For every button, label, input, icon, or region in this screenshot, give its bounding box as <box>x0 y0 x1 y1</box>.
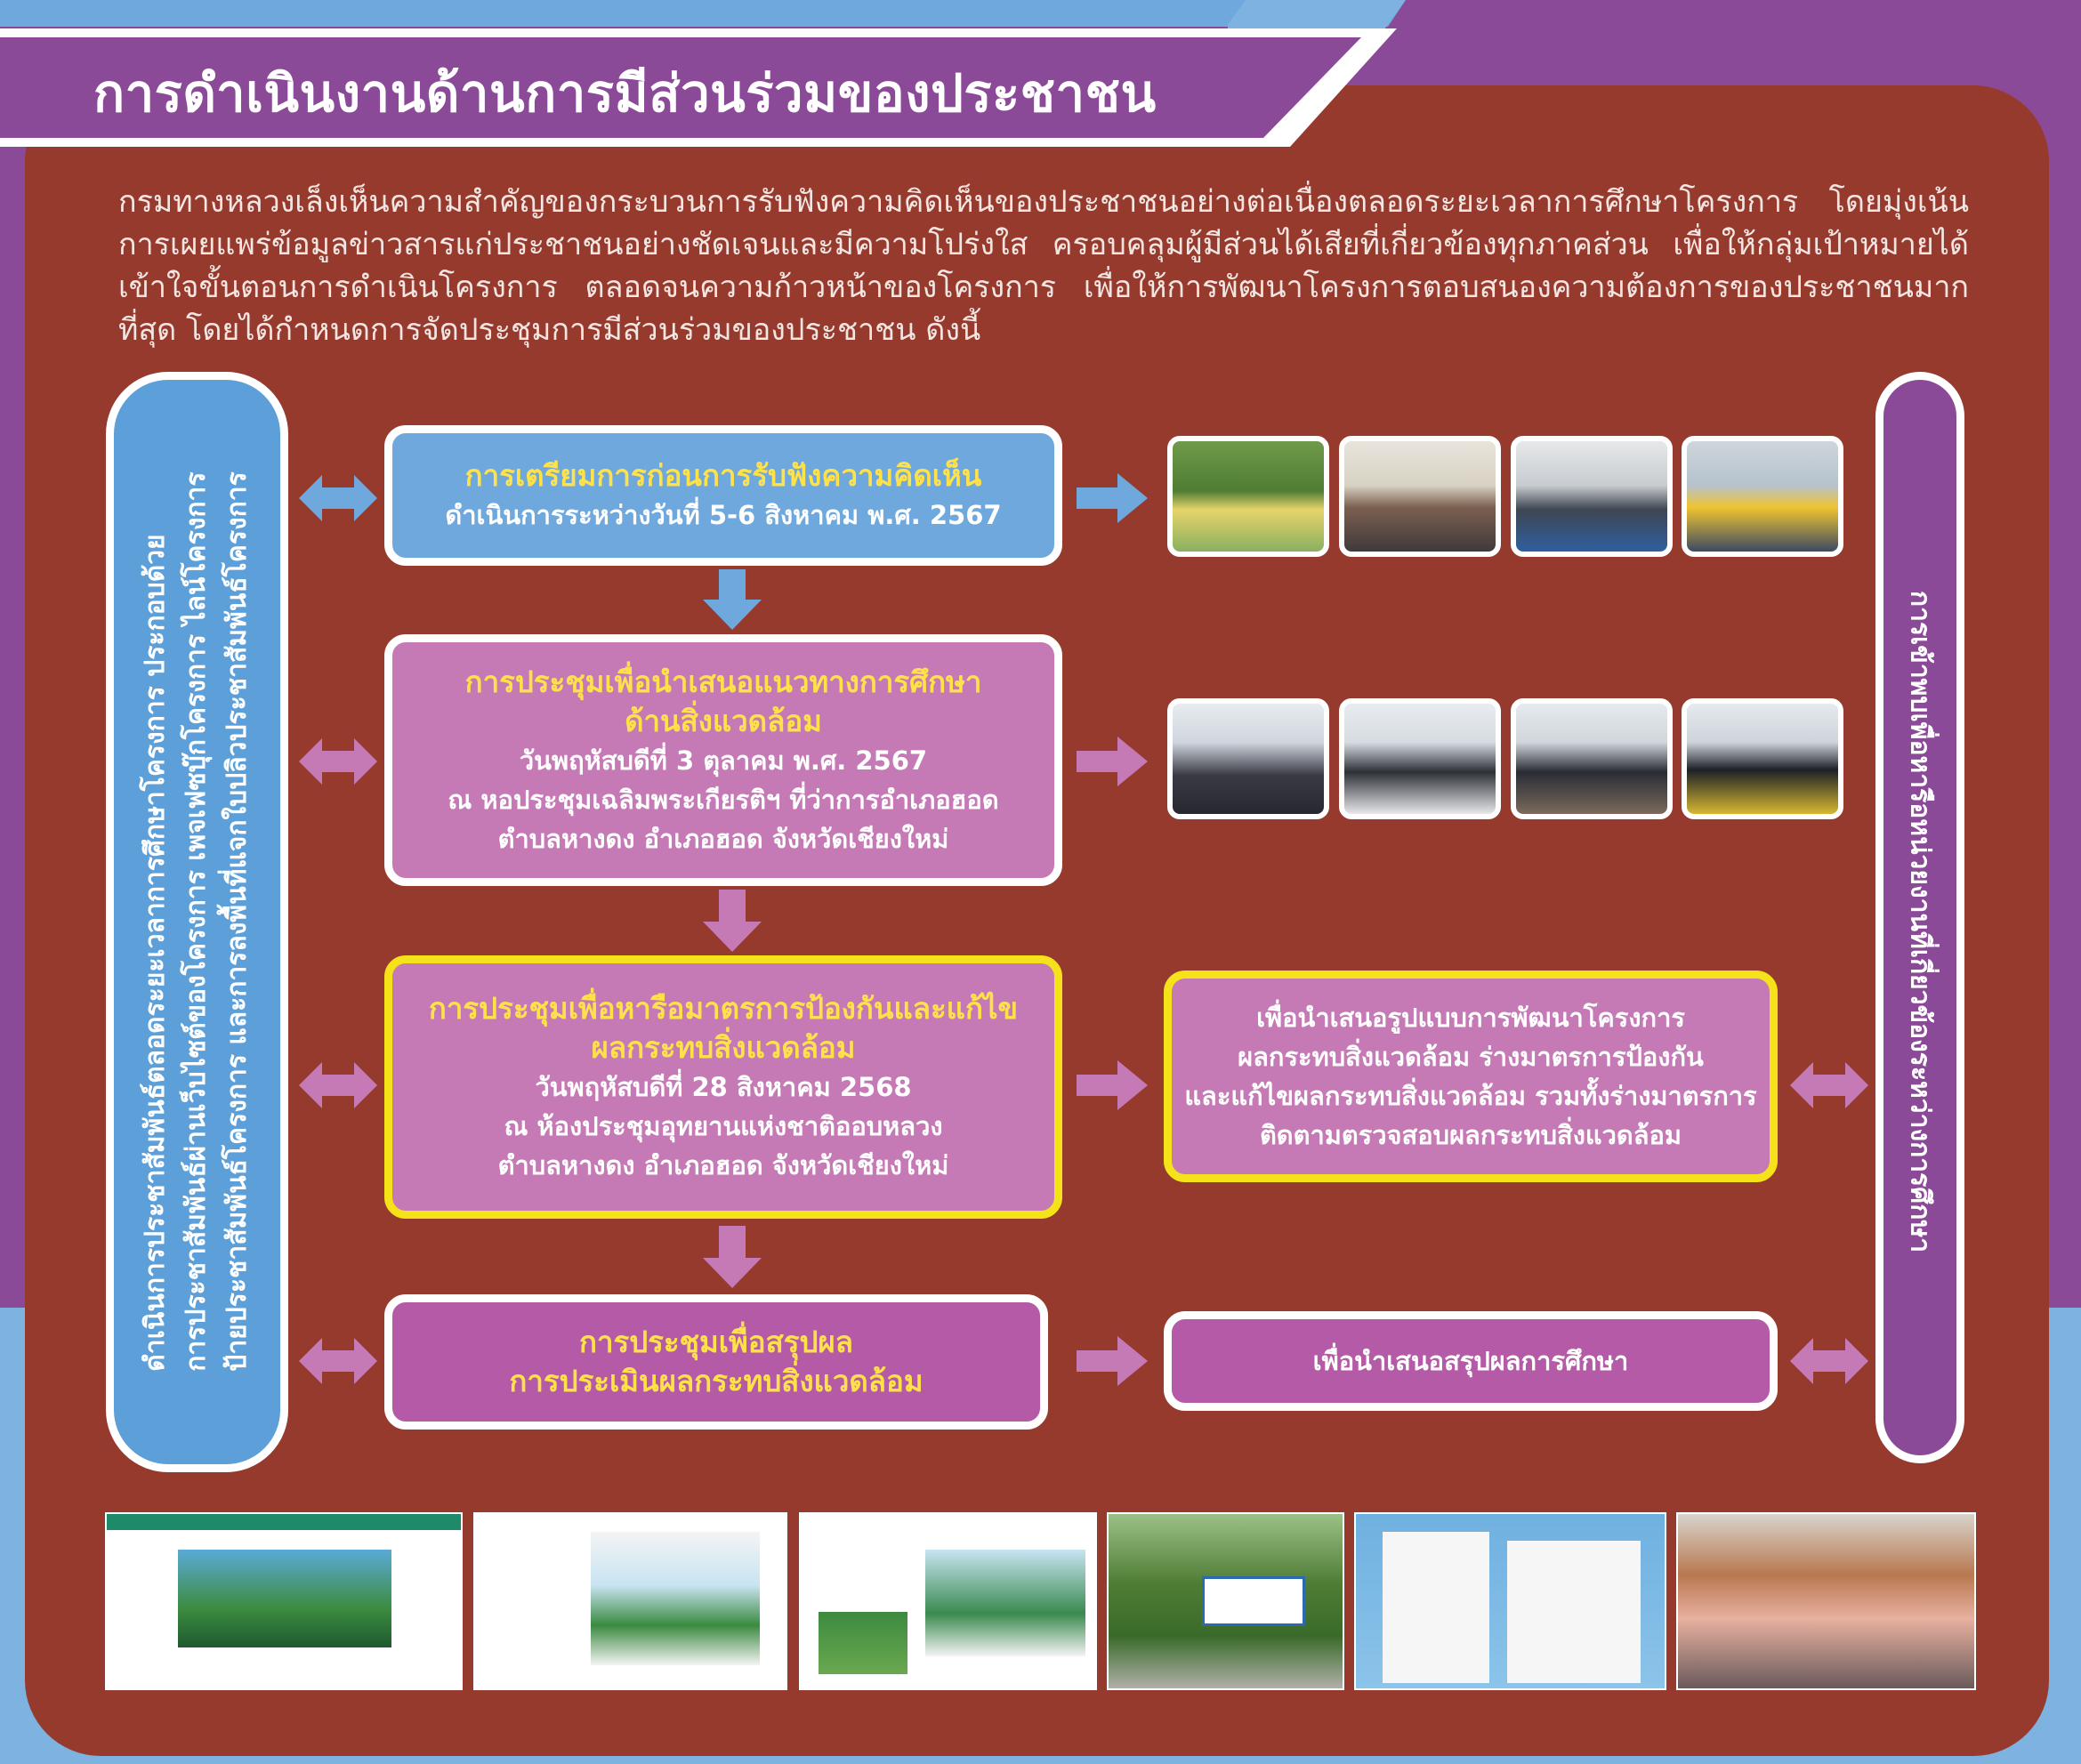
step-detail: ดำเนินการระหว่างวันที่ 5-6 สิงหาคม พ.ศ. … <box>445 500 1002 530</box>
left-pillar-line: การประชาสัมพันธ์ผ่านเว็บไซต์ของโครงการ เ… <box>181 471 212 1372</box>
left-pillar <box>106 372 288 1472</box>
main-panel <box>25 85 2049 1756</box>
step-summary-meeting: การประชุมเพื่อสรุปผล การประเมินผลกระทบสิ… <box>384 1294 1048 1430</box>
photo-outdoor-group <box>1167 436 1329 557</box>
double-arrow-icon <box>299 1062 377 1108</box>
step-heading: ด้านสิ่งแวดล้อม <box>625 703 822 738</box>
photo-meeting-room <box>1339 436 1501 557</box>
step-heading: การประเมินผลกระทบสิ่งแวดล้อม <box>509 1364 924 1398</box>
double-arrow-icon <box>1790 1338 1868 1384</box>
arrow-down-icon <box>703 1226 762 1288</box>
photo-line-screenshot <box>473 1512 787 1690</box>
right-pillar <box>1875 372 1964 1463</box>
photo-meeting-hall <box>1339 698 1501 819</box>
left-pillar-line: ป้ายประชาสัมพันธ์โครงการ และการลงพื้นที่… <box>222 471 253 1372</box>
photo-meeting-hall <box>1682 698 1843 819</box>
note-mitigation: เพื่อนำเสนอรูปแบบการพัฒนาโครงการ ผลกระทบ… <box>1164 971 1778 1182</box>
title-banner <box>0 28 1397 147</box>
double-arrow-icon <box>1790 1062 1868 1108</box>
step-detail: วันพฤหัสบดีที่ 3 ตุลาคม พ.ศ. 2567 <box>519 745 928 776</box>
step-heading: การเตรียมการก่อนการรับฟังความคิดเห็น <box>464 458 982 493</box>
note-line: ผลกระทบสิ่งแวดล้อม ร่างมาตรการป้องกัน <box>1238 1042 1704 1072</box>
step-heading: การประชุมเพื่อสรุปผล <box>578 1325 853 1359</box>
step-detail: ณ หอประชุมเฉลิมพระเกียรติฯ ที่ว่าการอำเภ… <box>448 784 999 815</box>
arrow-right-icon <box>1077 737 1148 786</box>
double-arrow-icon <box>299 738 377 785</box>
arrow-right-icon <box>1077 1336 1148 1386</box>
step-detail: ตำบลหางดง อำเภอฮอด จังหวัดเชียงใหม่ <box>497 1150 949 1180</box>
photo-website-screenshot <box>105 1512 463 1690</box>
note-line: เพื่อนำเสนอสรุปผลการศึกษา <box>1312 1346 1629 1376</box>
left-pillar-text: ดำเนินการประชาสัมพันธ์ตลอดระยะเวลาการศึก… <box>135 471 258 1371</box>
step-detail: ณ ห้องประชุมอุทยานแห่งชาติออบหลวง <box>504 1111 943 1141</box>
step-study-approach-meeting: การประชุมเพื่อนำเสนอแนวทางการศึกษา ด้านส… <box>384 634 1062 886</box>
note-line: ติดตามตรวจสอบผลกระทบสิ่งแวดล้อม <box>1259 1120 1682 1150</box>
step-heading: การประชุมเพื่อนำเสนอแนวทางการศึกษา <box>464 664 982 699</box>
photo-notice-board <box>1354 1512 1666 1690</box>
photo-roadside-sign <box>1107 1512 1344 1690</box>
note-line: และแก้ไขผลกระทบสิ่งแวดล้อม รวมทั้งร่างมา… <box>1184 1081 1757 1111</box>
arrow-down-icon <box>703 890 762 952</box>
arrow-right-icon <box>1077 1060 1148 1110</box>
arrow-down-icon <box>703 569 762 630</box>
double-arrow-icon <box>299 1338 377 1384</box>
left-pillar-line: ดำเนินการประชาสัมพันธ์ตลอดระยะเวลาการศึก… <box>140 534 171 1372</box>
page-title: การดำเนินงานด้านการมีส่วนร่วมของประชาชน <box>93 63 1157 124</box>
note-line: เพื่อนำเสนอรูปแบบการพัฒนาโครงการ <box>1256 1003 1685 1033</box>
right-pillar-text: การเข้าพบเพื่อหารือหน่วยงานที่เกี่ยวข้อง… <box>1904 590 1936 1253</box>
step-detail: ตำบลหางดง อำเภอฮอด จังหวัดเชียงใหม่ <box>497 823 949 854</box>
step-detail: วันพฤหัสบดีที่ 28 สิงหาคม 2568 <box>535 1072 912 1102</box>
photo-meeting-hall <box>1167 698 1329 819</box>
double-arrow-icon <box>299 475 377 521</box>
photo-meeting-room <box>1511 436 1673 557</box>
step-preparation: การเตรียมการก่อนการรับฟังความคิดเห็น ดำเ… <box>384 425 1062 566</box>
step-heading: การประชุมเพื่อหารือมาตรการป้องกันและแก้ไ… <box>428 991 1019 1026</box>
arrow-right-icon <box>1077 473 1148 523</box>
step-mitigation-meeting: การประชุมเพื่อหารือมาตรการป้องกันและแก้ไ… <box>384 955 1062 1219</box>
photo-meeting-room <box>1682 436 1843 557</box>
note-summary: เพื่อนำเสนอสรุปผลการศึกษา <box>1164 1311 1778 1411</box>
step-heading: ผลกระทบสิ่งแวดล้อม <box>591 1030 856 1065</box>
photo-facebook-screenshot <box>799 1512 1097 1690</box>
photo-flyer-distribution <box>1676 1512 1976 1690</box>
photo-meeting-hall <box>1511 698 1673 819</box>
intro-paragraph: กรมทางหลวงเล็งเห็นความสำคัญของกระบวนการร… <box>118 184 1969 348</box>
